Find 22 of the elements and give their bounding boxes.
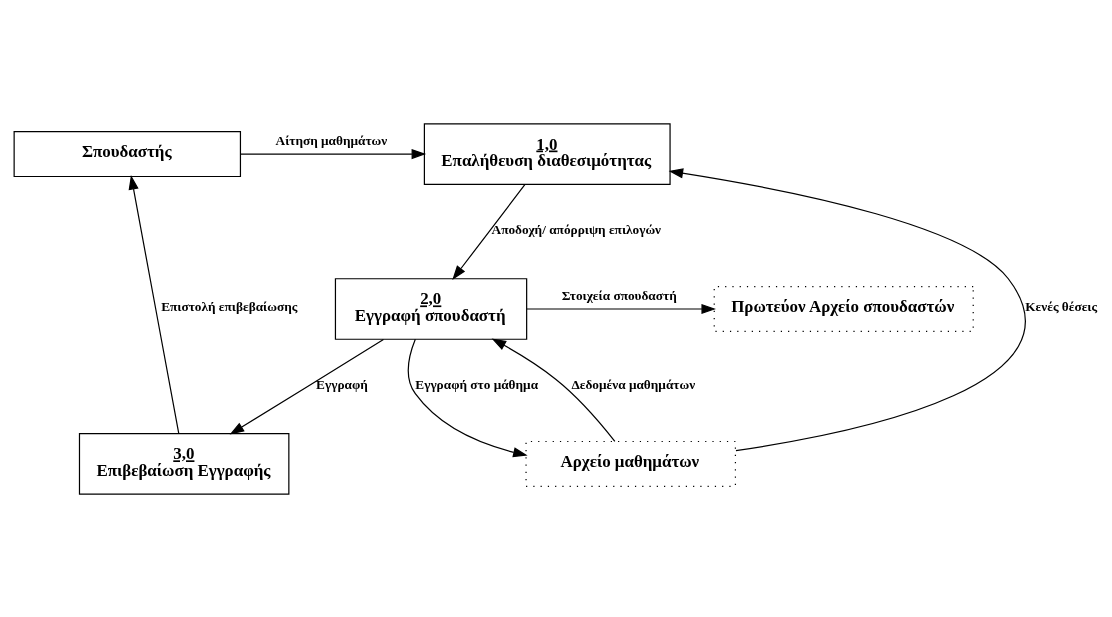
arrow: [452, 183, 526, 280]
edge-label: Στοιχεία σπουδαστή: [561, 287, 677, 303]
edge-label: Εγγραφή στο μάθημα: [415, 376, 539, 392]
arrow: [407, 338, 528, 457]
arrow: [668, 167, 1026, 451]
node-box: 1,0 Επαλήθευση διαθεσιμότητας: [423, 122, 671, 185]
edge-label: Επιστολή επιβεβαίωσης: [161, 298, 298, 314]
edge-label: Κενές θέσεις: [1025, 298, 1098, 314]
arrow: [229, 338, 385, 435]
edge-label: Εγγραφή: [316, 376, 368, 392]
edge-label: Αίτηση μαθημάτων: [275, 132, 388, 148]
edge-label: Δεδομένα μαθημάτων: [571, 376, 696, 392]
edge-label: Αποδοχή/ απόρριψη επιλογών: [491, 221, 662, 237]
node-box: 3,0 Επιβεβαίωση Εγγραφής: [78, 432, 290, 495]
arrow: [491, 337, 616, 442]
arrow: [240, 148, 427, 159]
node-box: Πρωτεύον Αρχείο σπουδαστών: [713, 285, 974, 332]
node-box: Αρχείο μαθημάτων: [525, 440, 736, 487]
arrow: [128, 174, 180, 434]
node-box: 2,0 Εγγραφή σπουδαστή: [334, 277, 528, 340]
node-box: Σπουδαστής: [13, 130, 242, 177]
arrow: [526, 303, 716, 314]
